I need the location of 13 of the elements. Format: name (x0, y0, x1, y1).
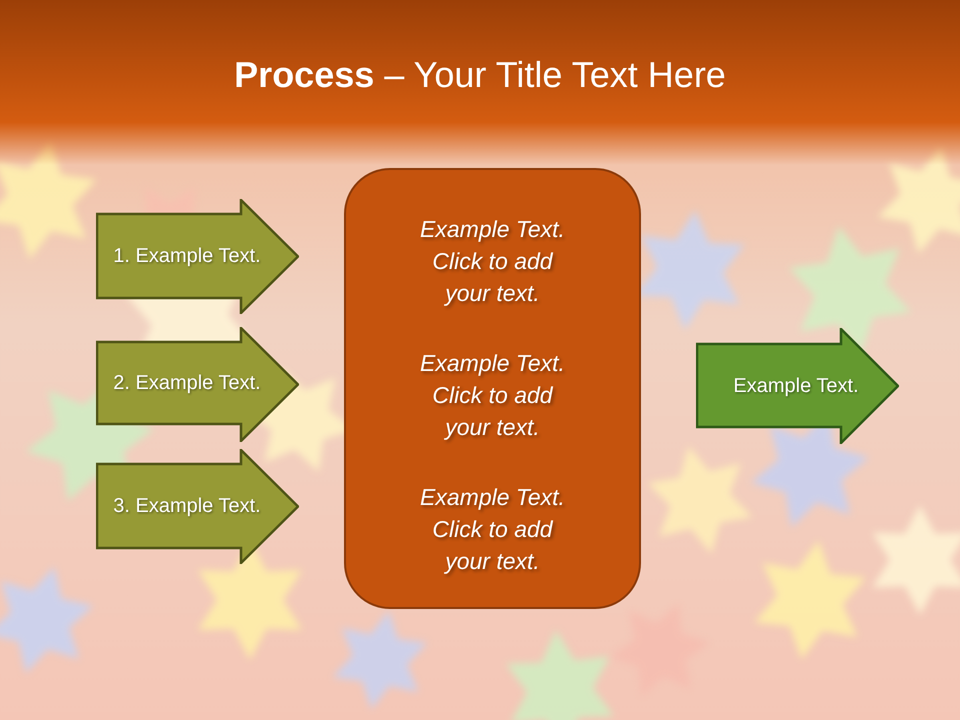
arrow-text: 3. Example Text. (113, 494, 261, 518)
box-text: Example Text. Click to add your text. (419, 482, 566, 576)
arrow-shape (696, 328, 899, 444)
arrow-shape (96, 327, 299, 442)
rounded-box (344, 168, 641, 609)
arrow-shape (96, 449, 299, 564)
arrow-text: Example Text. (733, 374, 859, 398)
box-text: Example Text. Click to add your text. (419, 214, 566, 308)
arrow-shape (96, 199, 299, 314)
box-text: Example Text. Click to add your text. (419, 348, 566, 442)
arrow-text: 2. Example Text. (113, 371, 261, 395)
arrow-text: 1. Example Text. (113, 244, 261, 268)
slide-title: Process – Your Title Text Here (234, 54, 726, 96)
